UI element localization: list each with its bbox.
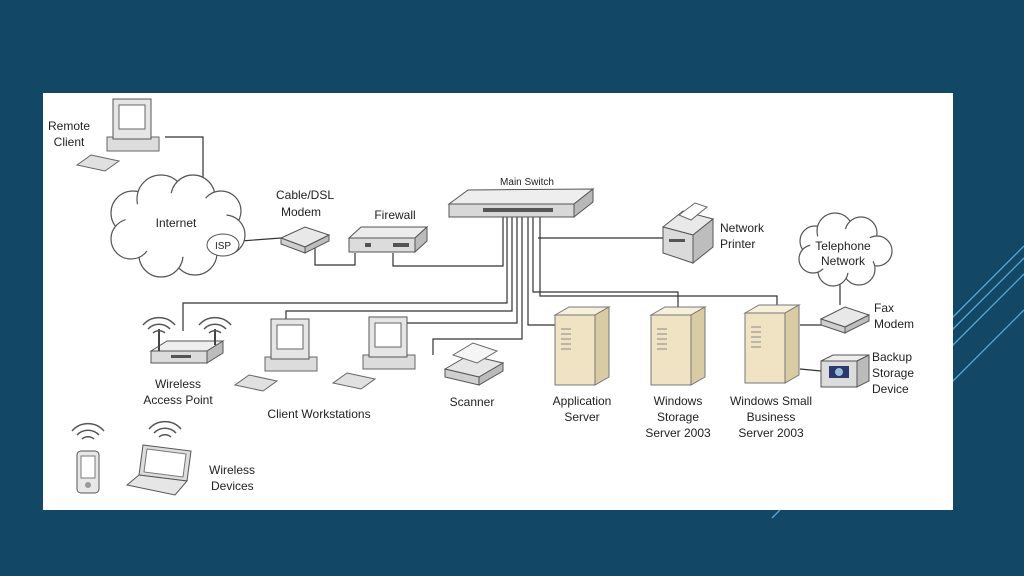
sbs-label-2: Business bbox=[747, 410, 796, 424]
network-printer: Network Printer bbox=[661, 202, 765, 265]
backup-label-3: Device bbox=[872, 382, 909, 396]
wifi-icon bbox=[142, 316, 232, 334]
accent-line bbox=[951, 257, 1024, 331]
access-point-icon bbox=[149, 329, 225, 364]
fax-modem: Fax Modem bbox=[819, 301, 914, 334]
app-server-label-1: Application bbox=[553, 394, 612, 408]
client-workstations: Client Workstations bbox=[234, 316, 416, 421]
link-sbs-backup bbox=[799, 368, 822, 372]
printer-label-2: Printer bbox=[720, 237, 755, 251]
cloud-icon bbox=[110, 174, 246, 278]
wireless-devices: Wireless Devices bbox=[71, 420, 255, 496]
link-switch-sbs bbox=[539, 215, 778, 306]
storage-server-label-1: Windows bbox=[654, 394, 703, 408]
firewall-label: Firewall bbox=[374, 208, 415, 222]
main-switch-label: Main Switch bbox=[500, 177, 554, 188]
server-icon bbox=[554, 306, 610, 386]
connections bbox=[165, 136, 841, 372]
telephone-network-cloud: Telephone Network bbox=[798, 212, 893, 287]
windows-sbs-server: Windows Small Business Server 2003 bbox=[730, 304, 812, 440]
laptop-icon bbox=[125, 444, 192, 496]
telephone-label-1: Telephone bbox=[815, 239, 871, 253]
internet-cloud: Internet ISP bbox=[110, 174, 246, 278]
backup-label-2: Storage bbox=[872, 366, 914, 380]
telephone-label-2: Network bbox=[821, 254, 866, 268]
main-switch: Main Switch bbox=[447, 177, 595, 219]
backup-label-1: Backup bbox=[872, 350, 912, 364]
link-switch-ap bbox=[182, 215, 508, 331]
diagram-panel: Remote Client Internet ISP Cable/DSL Mod… bbox=[43, 93, 953, 510]
accent-line bbox=[951, 309, 1024, 383]
firewall: Firewall bbox=[347, 208, 429, 254]
app-server-label-2: Server bbox=[564, 410, 599, 424]
wifi-icon bbox=[148, 420, 182, 438]
scanner-icon bbox=[443, 342, 505, 386]
cable-dsl-modem: Cable/DSL Modem bbox=[276, 188, 334, 254]
link-switch-ws1 bbox=[285, 215, 513, 321]
application-server: Application Server bbox=[553, 306, 612, 424]
fax-modem-label-2: Modem bbox=[874, 317, 914, 331]
link-switch-scanner bbox=[432, 215, 523, 355]
windows-storage-server: Windows Storage Server 2003 bbox=[645, 306, 711, 440]
sbs-label-3: Server 2003 bbox=[738, 426, 804, 440]
pda-icon bbox=[76, 450, 100, 494]
sbs-label-1: Windows Small bbox=[730, 394, 812, 408]
ap-label-1: Wireless bbox=[155, 377, 201, 391]
fax-modem-icon bbox=[819, 306, 871, 334]
internet-label: Internet bbox=[156, 216, 197, 230]
backup-storage: Backup Storage Device bbox=[820, 350, 914, 396]
scanner-label: Scanner bbox=[450, 395, 495, 409]
server-icon bbox=[650, 306, 706, 386]
firewall-icon bbox=[347, 225, 429, 254]
fax-modem-label-1: Fax bbox=[874, 301, 894, 315]
link-switch-appserver bbox=[527, 215, 555, 326]
ap-label-2: Access Point bbox=[143, 393, 213, 407]
switch-icon bbox=[447, 187, 595, 219]
network-diagram: Remote Client Internet ISP Cable/DSL Mod… bbox=[48, 98, 914, 496]
client-workstations-label: Client Workstations bbox=[267, 407, 370, 421]
computer-icon bbox=[234, 318, 318, 392]
wireless-access-point: Wireless Access Point bbox=[142, 316, 232, 407]
isp-bubble bbox=[206, 233, 240, 257]
link-modem-firewall bbox=[314, 245, 356, 266]
printer-label-1: Network bbox=[720, 221, 765, 235]
backup-storage-icon bbox=[820, 354, 870, 388]
remote-client-label-1: Remote bbox=[48, 119, 90, 133]
modem-label-1: Cable/DSL bbox=[276, 188, 334, 202]
remote-client-label-2: Client bbox=[54, 135, 85, 149]
modem-label-2: Modem bbox=[281, 205, 321, 219]
storage-server-label-2: Storage bbox=[657, 410, 699, 424]
computer-icon bbox=[76, 98, 160, 172]
link-isp-modem bbox=[240, 237, 282, 242]
wireless-devices-label-2: Devices bbox=[211, 479, 254, 493]
link-firewall-switch bbox=[392, 215, 504, 267]
cloud-icon bbox=[798, 212, 893, 287]
link-remote-internet bbox=[165, 136, 204, 185]
printer-icon bbox=[661, 202, 715, 265]
server-icon bbox=[744, 304, 800, 384]
accent-line bbox=[951, 273, 1024, 347]
remote-client: Remote Client bbox=[48, 98, 160, 172]
link-switch-storage bbox=[532, 215, 679, 308]
accent-line bbox=[771, 509, 781, 519]
computer-icon bbox=[332, 316, 416, 390]
wireless-devices-label-1: Wireless bbox=[209, 463, 255, 477]
modem-icon bbox=[279, 226, 331, 254]
wifi-icon bbox=[71, 422, 105, 440]
isp-label: ISP bbox=[215, 241, 231, 252]
storage-server-label-3: Server 2003 bbox=[645, 426, 711, 440]
accent-line bbox=[951, 245, 1024, 319]
scanner: Scanner bbox=[443, 342, 505, 409]
